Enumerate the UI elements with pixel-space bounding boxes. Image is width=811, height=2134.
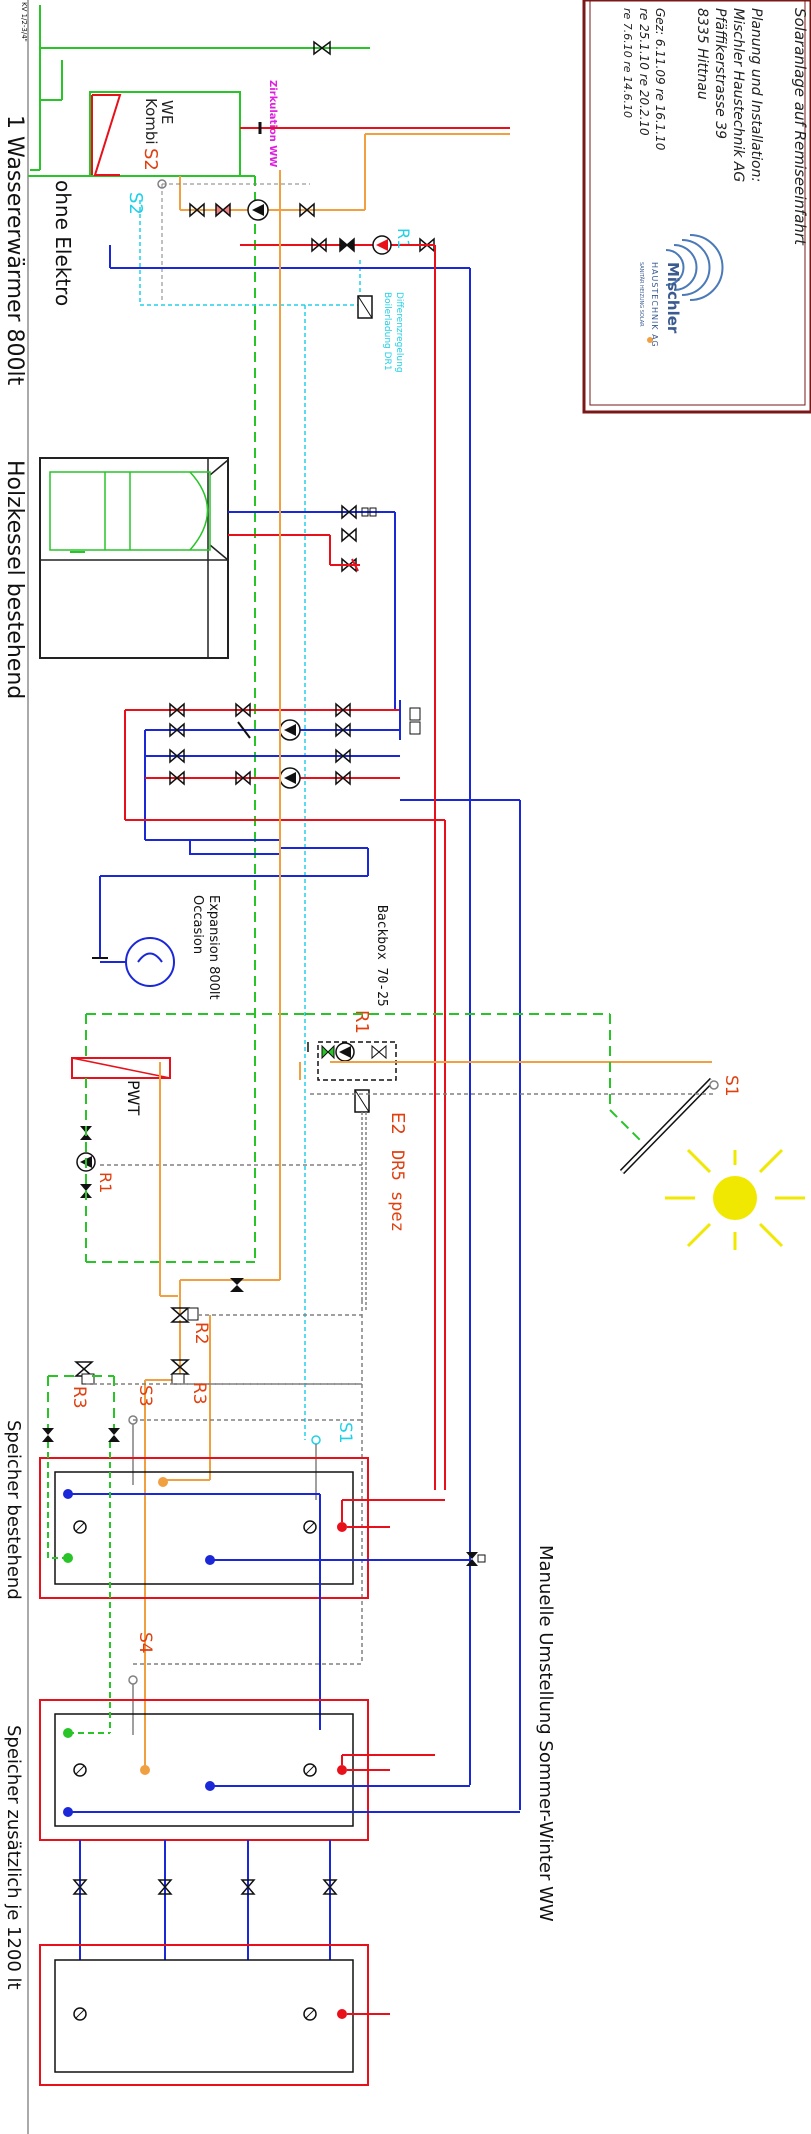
label-r3-left: R3: [69, 1386, 89, 1409]
tank-interconnects: [72, 1840, 338, 1960]
label-zirkulation: Zirkulation WW: [267, 80, 278, 167]
solar-circuit-orange: [144, 170, 301, 1770]
label-kombi: Kombi: [142, 98, 160, 145]
label-dr5: DR5 spez: [387, 1150, 407, 1232]
label-s1-storage: S1: [335, 1422, 355, 1444]
label-expansion-2: Occasion: [190, 895, 205, 954]
label-s1-solar: S1: [721, 1075, 741, 1097]
storage-additional-2: [39, 1944, 390, 2086]
label-r2: R2: [191, 1322, 211, 1345]
mixing-valves: [42, 1278, 362, 1442]
label-diff-line2: Boilerladung DR1: [382, 292, 392, 371]
planner-line-3: Pfäffikerstrasse 39: [712, 8, 728, 139]
label-r3-right: R3: [189, 1382, 209, 1405]
label-expansion-1: Expansion 800lt: [206, 895, 221, 1000]
we-loading-group: [109, 235, 470, 269]
label-r1-pwt: R1: [96, 1172, 115, 1193]
revision-line-2: re 25.1.10 re 20.2.10: [637, 8, 651, 136]
circulation-pump-group: [189, 199, 315, 221]
differential-controller: [357, 295, 373, 319]
label-s2-cyan: S2: [125, 192, 146, 215]
heading-storage-existing: Speicher bestehend: [3, 1420, 24, 1600]
mischler-logo: Mischler HAUSTECHNIK AG SANITÄR HEIZUNG …: [638, 234, 724, 348]
solar-station: [307, 1041, 397, 1310]
solar-collector: [305, 1013, 719, 1175]
heating-pump-group: [124, 700, 421, 840]
heading-ohne-elektro: ohne Elektro: [51, 180, 75, 306]
label-r1-solar: R1: [351, 1010, 372, 1034]
cold-water-lines: [30, 5, 370, 171]
sun-icon: [665, 1148, 805, 1250]
water-heater-we: [28, 91, 256, 1262]
heading-boiler: Holzkessel bestehend: [2, 460, 27, 699]
label-kv: KV 1/2-3/4": [20, 2, 28, 42]
expansion-vessel: [100, 937, 175, 987]
wood-boiler: [39, 457, 229, 659]
label-pwt: PWT: [124, 1080, 143, 1115]
heading-water-heater: 1 Wassererwärmer 800lt: [2, 115, 27, 386]
label-e2: E2: [387, 1112, 408, 1135]
sensor-s2: [157, 179, 310, 300]
label-s2-red: S2: [140, 148, 161, 171]
planner-line-4: 8335 Hittnau: [694, 8, 710, 100]
revision-line-1: Gez: 6.11.09 re 16.1.10: [653, 8, 667, 151]
hot-water-outgoing: [179, 122, 510, 211]
plate-heat-exchanger: [71, 1013, 362, 1263]
boiler-connections: [228, 504, 396, 710]
label-diff-line1: Differenzregelung: [394, 292, 404, 373]
collector-lines: [92, 244, 521, 1810]
label-we: WE: [158, 100, 176, 124]
logo-name: Mischler: [664, 262, 682, 334]
heading-storage-additional: Speicher zusätzlich je 1200 lt: [3, 1725, 24, 1990]
logo-sub: HAUSTECHNIK AG: [650, 262, 659, 348]
storage-additional-1: [39, 1442, 520, 1841]
sensor-lines: [128, 1300, 363, 1735]
heading-manual-switch: Manuelle Umstellung Sommer-Winter WW: [535, 1545, 556, 1922]
label-backbox: Backbox 70-25: [374, 905, 389, 1007]
logo-tag: SANITÄR HEIZUNG SOLAR: [638, 262, 645, 327]
label-r1-we: R1: [394, 228, 413, 249]
planner-line-2: Mischler Haustechnik AG: [730, 8, 746, 182]
project-title: Solaranlage auf Remiseeinfahrt: [791, 8, 809, 246]
label-s4: S4: [135, 1632, 155, 1654]
planner-line-1: Planung und Installation:: [748, 8, 764, 182]
label-s3: S3: [135, 1385, 155, 1407]
revision-line-3: re 7.6.10 re 14.6.10: [621, 8, 634, 118]
storage-existing: [39, 1442, 486, 1730]
title-block: Solaranlage auf Remiseeinfahrt Planung u…: [582, 0, 811, 414]
